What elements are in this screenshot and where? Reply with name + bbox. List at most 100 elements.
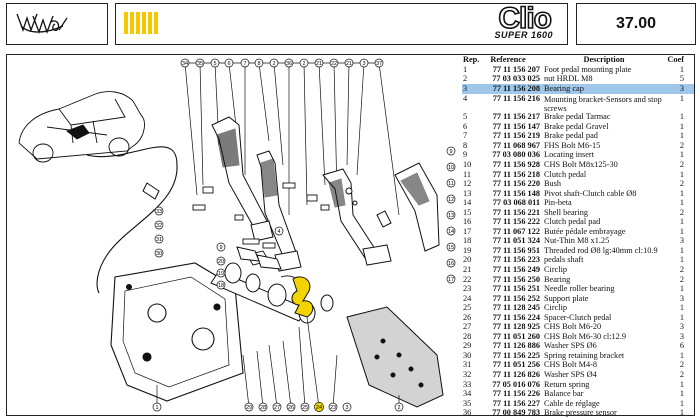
part-description: Pivot shaft-Clutch cable Ø8 bbox=[544, 188, 637, 198]
part-rep: 29 bbox=[463, 341, 472, 351]
svg-text:3: 3 bbox=[362, 61, 365, 67]
part-reference: 77 11 156 217 bbox=[492, 112, 540, 122]
svg-text:37: 37 bbox=[376, 61, 382, 67]
svg-text:2: 2 bbox=[272, 61, 275, 67]
part-rep: 15 bbox=[463, 207, 472, 217]
part-rep: 22 bbox=[463, 274, 472, 284]
part-rep: 2 bbox=[463, 74, 468, 84]
brake-pedal-part bbox=[211, 116, 302, 272]
svg-text:11: 11 bbox=[448, 181, 454, 187]
part-rep: 26 bbox=[463, 312, 472, 322]
part-description: CHS Bolt M8x125-30 bbox=[544, 160, 618, 169]
leader-lines-top bbox=[184, 62, 400, 216]
part-coef: 3 bbox=[679, 293, 684, 303]
part-coef: 5 bbox=[679, 74, 684, 84]
part-reference: 77 11 156 226 bbox=[492, 389, 540, 399]
footrest-part bbox=[346, 306, 444, 408]
part-description: CHS Bolt M6-20 bbox=[544, 322, 602, 332]
part-description: nut HRDL M8 bbox=[544, 74, 593, 84]
part-description: Washer SPS Ø6 bbox=[544, 341, 597, 351]
part-coef: 1 bbox=[679, 312, 684, 322]
part-reference: 77 11 156 252 bbox=[492, 293, 540, 303]
part-coef: 1 bbox=[679, 255, 684, 265]
svg-text:32: 32 bbox=[156, 223, 162, 229]
part-coef: 2 bbox=[679, 360, 684, 370]
part-reference: 77 03 080 036 bbox=[492, 150, 540, 160]
model-logo: Clio SUPER 1600 bbox=[455, 1, 555, 42]
part-reference: 77 11 156 219 bbox=[492, 131, 540, 141]
parts-table-header: Rep. Reference Description Coef bbox=[462, 55, 694, 65]
svg-text:34: 34 bbox=[182, 61, 188, 67]
part-coef: 2 bbox=[679, 274, 684, 284]
part-coef: 1 bbox=[679, 121, 684, 131]
svg-text:26: 26 bbox=[288, 405, 294, 411]
part-coef: 1 bbox=[679, 112, 684, 122]
part-coef: 1 bbox=[679, 379, 684, 389]
part-rep: 6 bbox=[463, 121, 468, 131]
part-rep: 17 bbox=[463, 226, 472, 236]
svg-text:15: 15 bbox=[448, 245, 454, 251]
part-description: Clutch pedal pad bbox=[544, 217, 601, 227]
svg-text:27: 27 bbox=[274, 405, 280, 411]
yellow-stripes-icon bbox=[124, 12, 158, 34]
part-description: Brake pedal pad bbox=[544, 131, 598, 141]
part-description: Cable de réglage bbox=[544, 398, 600, 408]
cable-line bbox=[86, 146, 178, 294]
part-coef: 2 bbox=[679, 207, 684, 217]
content-frame bbox=[6, 54, 695, 416]
bearing-cap-highlight bbox=[291, 276, 314, 318]
svg-text:17: 17 bbox=[448, 277, 454, 283]
part-description: CHS Bolt M4-8 bbox=[544, 360, 598, 370]
part-reference: 77 11 051 260 bbox=[492, 331, 540, 341]
part-description: Butée pédale embrayage bbox=[544, 226, 626, 236]
part-coef: 3 bbox=[679, 331, 684, 341]
part-coef: 2 bbox=[679, 179, 684, 189]
pedal-shaft-part bbox=[210, 246, 334, 324]
part-reference: 77 11 156 224 bbox=[492, 312, 540, 322]
part-reference: 77 11 126 886 bbox=[492, 341, 540, 351]
part-rep: 19 bbox=[463, 245, 472, 255]
part-description: Shell bearing bbox=[544, 207, 589, 217]
svg-text:9: 9 bbox=[219, 245, 222, 251]
part-reference: 77 11 128 245 bbox=[492, 303, 540, 313]
part-description: Return spring bbox=[544, 379, 590, 389]
svg-text:9: 9 bbox=[449, 149, 452, 155]
